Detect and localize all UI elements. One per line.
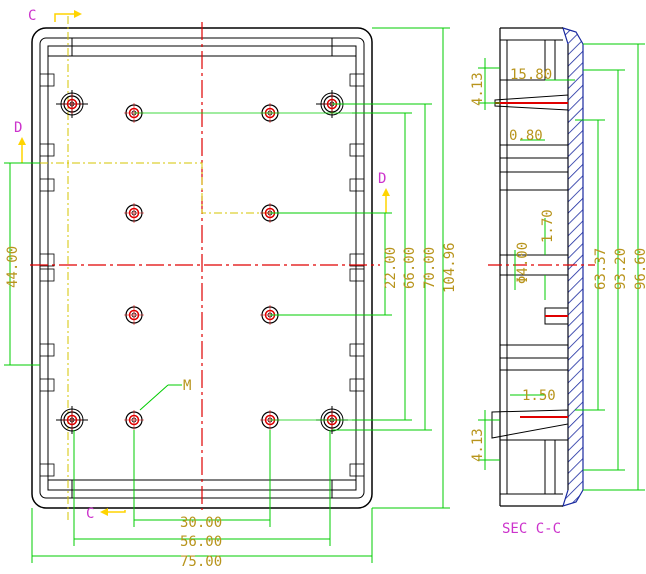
svg-text:D: D bbox=[378, 171, 386, 187]
dim-75: 75.00 bbox=[180, 554, 222, 570]
front-view: C C D D M bbox=[4, 8, 458, 570]
dim-56: 56.00 bbox=[180, 534, 222, 550]
dim-66: 66.00 bbox=[402, 247, 418, 289]
rib-slot-5-right bbox=[349, 268, 365, 282]
boss-7 bbox=[124, 305, 144, 325]
sec-dim-1-50: 1.50 bbox=[522, 388, 556, 404]
sec-dim-93-20: 93.20 bbox=[613, 248, 629, 290]
rib-slot-8-left bbox=[39, 463, 55, 477]
section-marker-c-bottom: C bbox=[86, 506, 126, 522]
section-view: 15.80 4.13 0.80 1.70 Φ4.00 1.50 4.13 63.… bbox=[470, 27, 646, 537]
rib-slot-6-right bbox=[349, 343, 365, 357]
sec-dim-0-80: 0.80 bbox=[509, 128, 543, 144]
dim-44: 44.00 bbox=[5, 246, 21, 288]
rib-slot-3-left bbox=[39, 178, 55, 192]
section-marker-d-left: D bbox=[14, 120, 26, 163]
section-boss-top bbox=[494, 94, 569, 111]
sec-dim-4-13-top: 4.13 bbox=[470, 72, 486, 106]
dim-70: 70.00 bbox=[422, 247, 438, 289]
dim-104-96: 104.96 bbox=[442, 242, 458, 293]
sec-dim-96-60: 96.60 bbox=[633, 248, 646, 290]
rib-slot-4-right bbox=[349, 253, 365, 267]
sec-dim-4-13-bottom: 4.13 bbox=[470, 428, 486, 462]
rib-slot-2-left bbox=[39, 143, 55, 157]
section-boss-middle bbox=[544, 307, 569, 325]
svg-text:C: C bbox=[86, 506, 94, 522]
side-ribs bbox=[39, 73, 365, 477]
rib-slot-8-right bbox=[349, 463, 365, 477]
rib-slot-5-left bbox=[39, 268, 55, 282]
rib-slot-3-right bbox=[349, 178, 365, 192]
section-wall-hatched bbox=[562, 27, 584, 507]
section-boss-bottom bbox=[491, 409, 569, 439]
rib-slot-1-left bbox=[39, 73, 55, 87]
section-d-path bbox=[24, 162, 386, 214]
sec-dim-1-70: 1.70 bbox=[540, 209, 556, 243]
sec-dim-63-37: 63.37 bbox=[593, 248, 609, 290]
section-dimension-lines bbox=[478, 43, 645, 491]
boss-1 bbox=[56, 90, 88, 118]
front-vertical-dimensions bbox=[4, 27, 450, 509]
boss-5 bbox=[124, 203, 144, 223]
dim-30: 30.00 bbox=[180, 515, 222, 531]
front-horizontal-dimensions bbox=[31, 430, 373, 563]
rib-slot-4-left bbox=[39, 253, 55, 267]
dim-22: 22.00 bbox=[383, 247, 399, 289]
svg-text:M: M bbox=[183, 378, 191, 394]
mounting-bosses bbox=[56, 90, 412, 434]
boss-9 bbox=[56, 406, 88, 434]
rib-slot-2-right bbox=[349, 143, 365, 157]
boss-callout-m: M bbox=[139, 378, 191, 411]
rib-slot-7-left bbox=[39, 378, 55, 392]
rib-slot-6-left bbox=[39, 343, 55, 357]
sec-dim-hole: Φ4.00 bbox=[515, 242, 531, 284]
boss-11 bbox=[124, 410, 144, 430]
rib-slot-7-right bbox=[349, 378, 365, 392]
svg-text:D: D bbox=[14, 120, 22, 136]
section-marker-d-right: D bbox=[378, 171, 390, 213]
section-title: SEC C-C bbox=[502, 521, 561, 537]
sec-dim-15-80: 15.80 bbox=[510, 67, 552, 83]
svg-text:C: C bbox=[28, 8, 36, 24]
rib-slot-1-right bbox=[349, 73, 365, 87]
section-marker-c-top: C bbox=[28, 8, 82, 24]
